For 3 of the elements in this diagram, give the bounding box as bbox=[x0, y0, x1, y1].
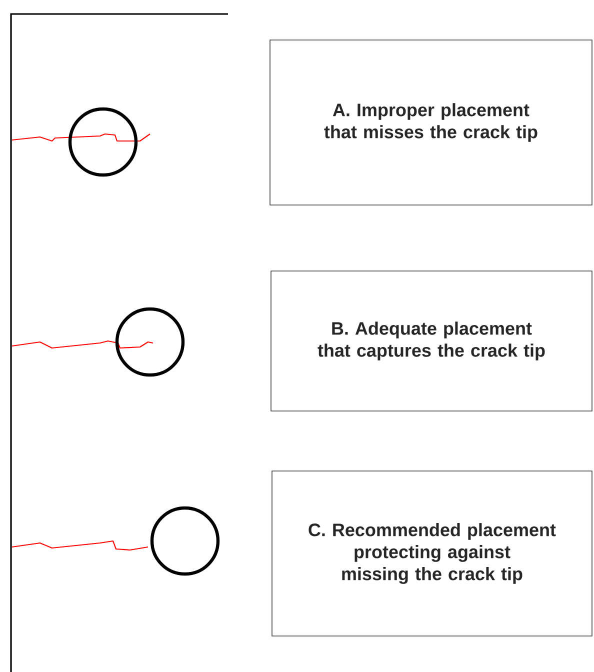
text-box: A. Improper placement that misses the crack tip bbox=[270, 40, 592, 206]
text-box: C. Recommended placement protecting against missing the crack tip bbox=[272, 470, 592, 636]
text-box: B. Adequate placement that captures the crack tip bbox=[270, 270, 592, 412]
